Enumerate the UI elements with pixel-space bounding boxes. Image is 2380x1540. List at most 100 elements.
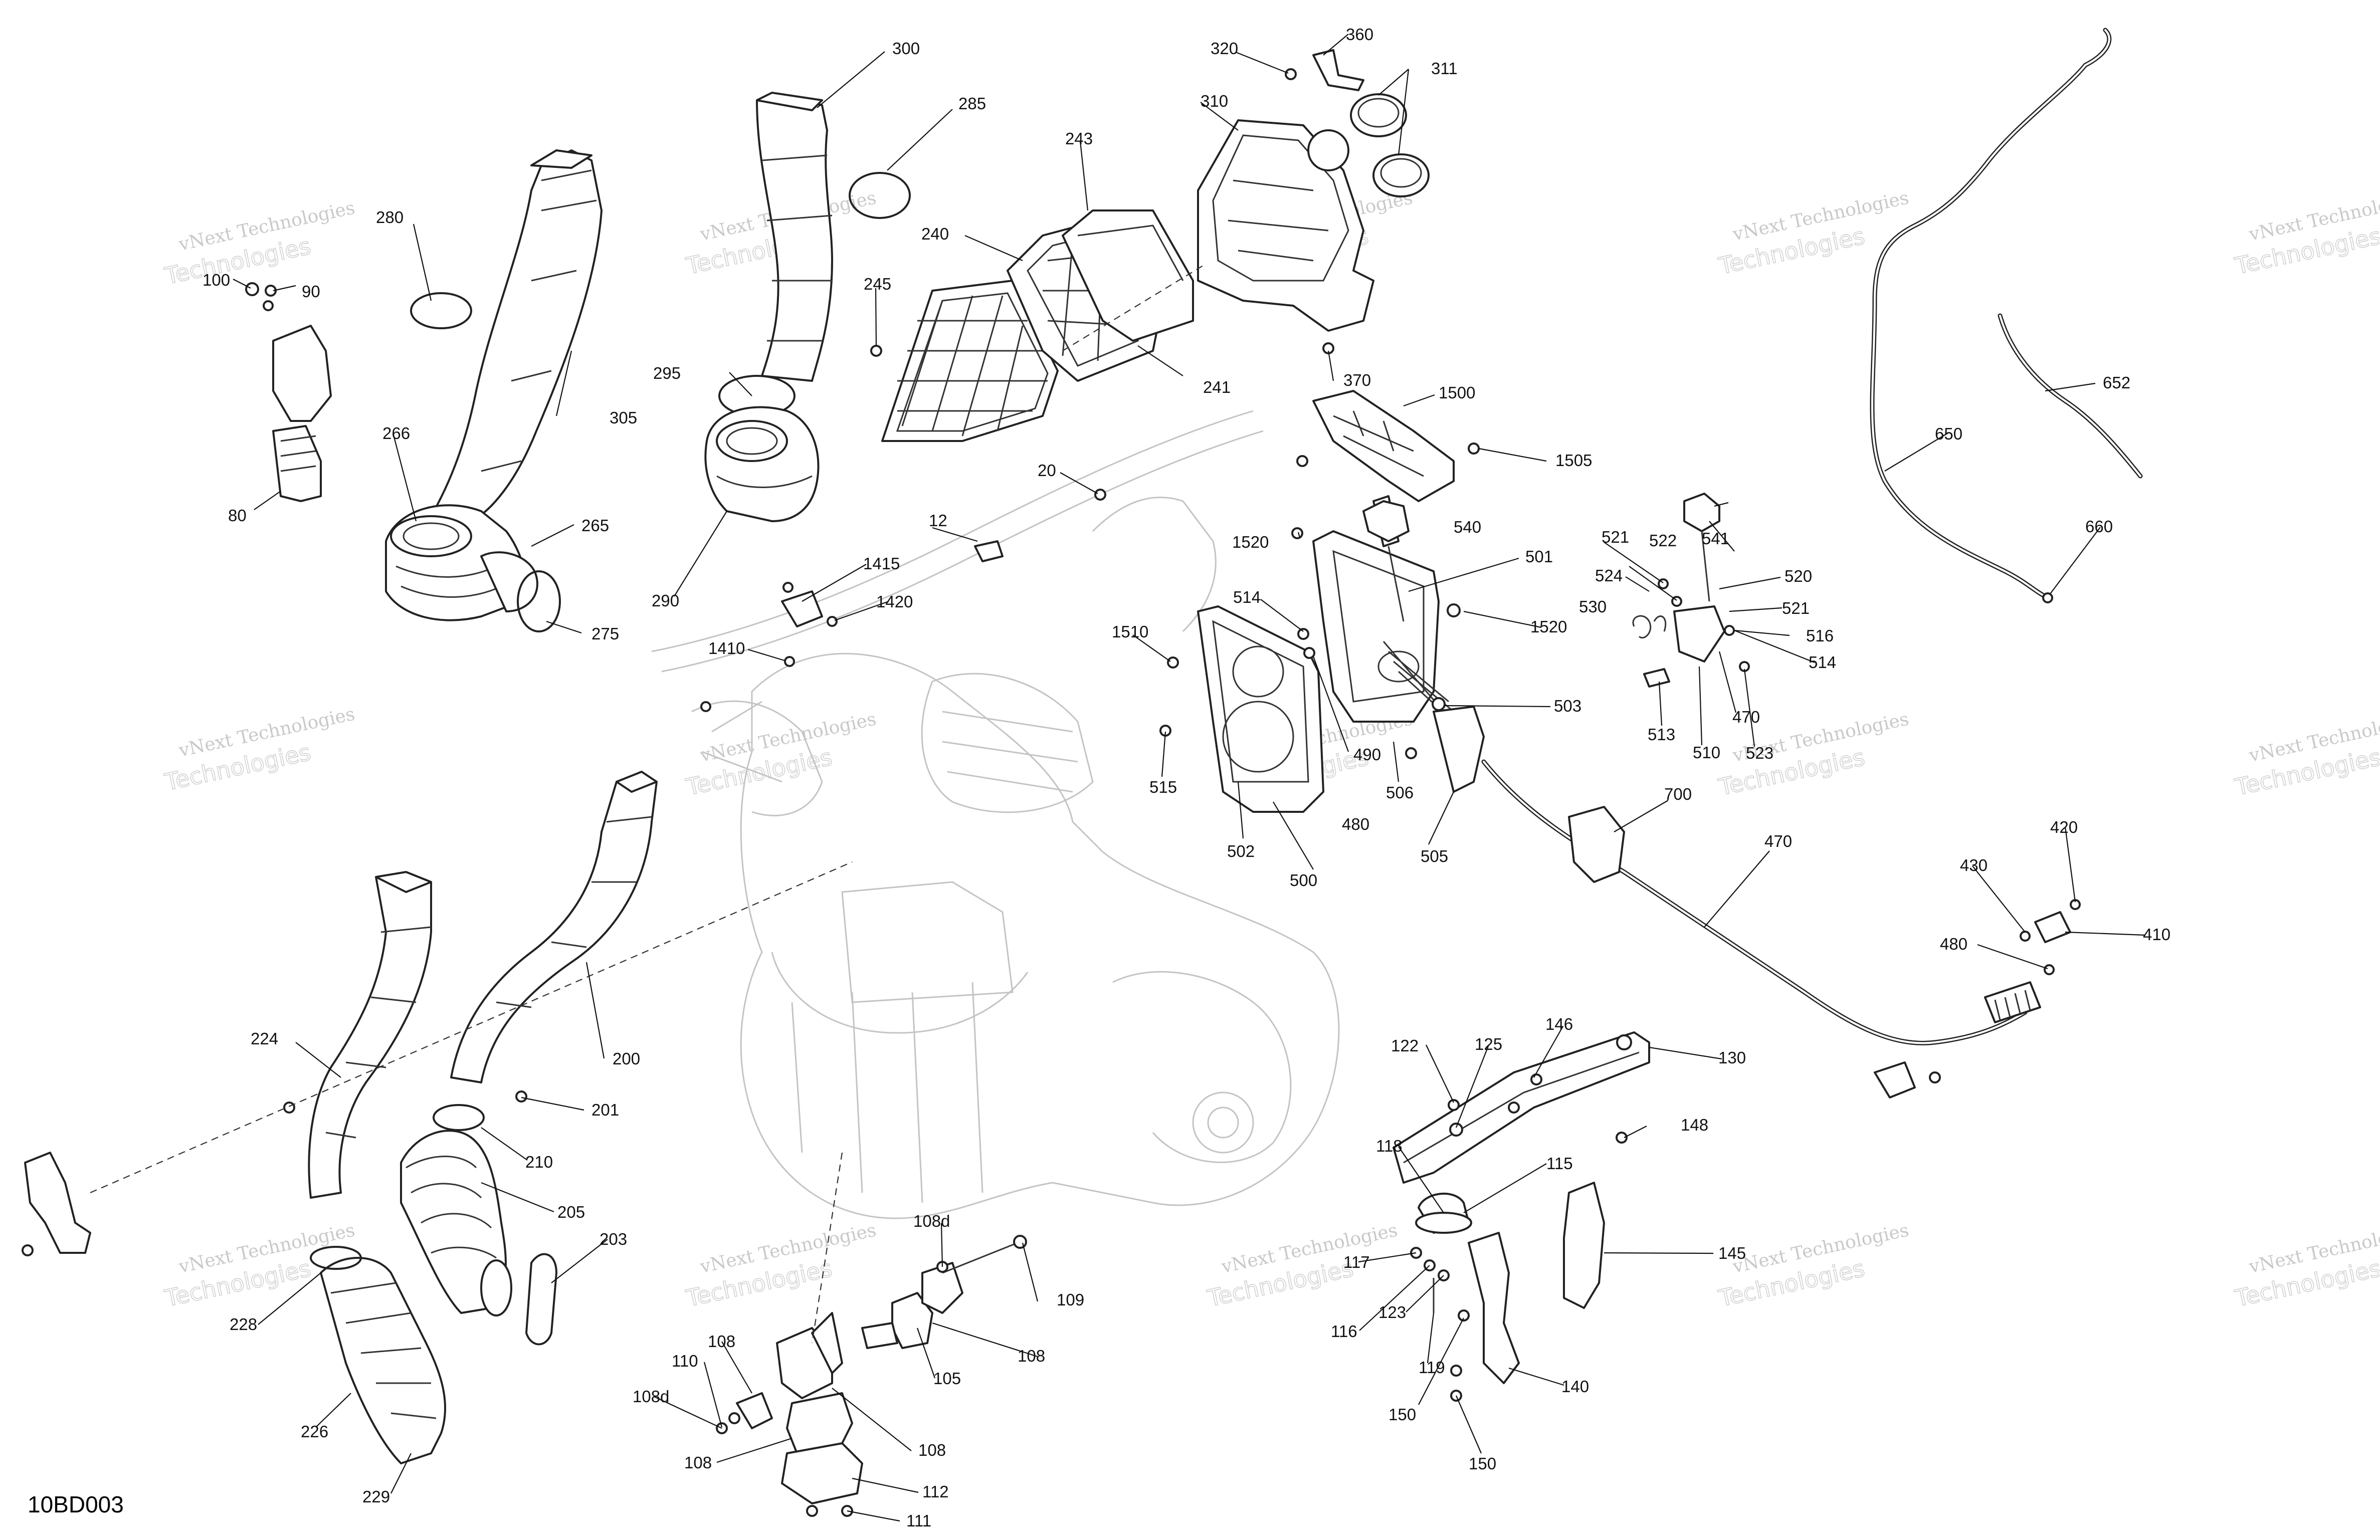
callout-12: 12 — [929, 511, 947, 530]
clamp-228 — [310, 1246, 362, 1270]
callout-310: 310 — [1201, 92, 1228, 110]
callout-513: 513 — [1648, 725, 1675, 744]
callout-20: 20 — [1038, 461, 1056, 480]
callout-123: 123 — [1378, 1303, 1406, 1322]
crossmember-130 — [1393, 1031, 1650, 1184]
callout-115: 115 — [1546, 1154, 1573, 1173]
callout-226: 226 — [301, 1422, 328, 1441]
callout-506: 506 — [1386, 783, 1414, 802]
callout-224: 224 — [251, 1029, 278, 1048]
bracket-1415 — [781, 590, 823, 627]
callout-111: 111 — [906, 1511, 931, 1530]
bracket-360 — [1312, 49, 1364, 91]
callout-105: 105 — [933, 1369, 961, 1388]
callout-241: 241 — [1203, 378, 1231, 396]
callout-540: 540 — [1454, 518, 1481, 536]
callout-514: 514 — [1233, 588, 1261, 606]
callout-1520: 1520 — [1232, 533, 1269, 551]
callout-119: 119 — [1419, 1358, 1445, 1377]
callout-524: 524 — [1595, 566, 1623, 585]
callout-80: 80 — [228, 506, 247, 525]
watermark: vNext Technologies Technologies — [1716, 187, 1911, 280]
bracket-145 — [1563, 1182, 1605, 1309]
watermark: vNext Technologies Technologies — [162, 197, 357, 290]
callout-1510: 1510 — [1112, 622, 1148, 641]
callout-522: 522 — [1649, 531, 1677, 550]
callout-516: 516 — [1806, 626, 1834, 645]
bracket-410 — [2034, 911, 2071, 943]
lever-505 — [1433, 706, 1485, 793]
callout-501: 501 — [1525, 547, 1553, 566]
callout-228: 228 — [230, 1315, 257, 1334]
callout-470: 470 — [1732, 708, 1760, 726]
callout-370: 370 — [1343, 371, 1371, 389]
clamp-285 — [849, 172, 911, 219]
callout-122: 122 — [1391, 1036, 1419, 1055]
duct-200 — [450, 771, 658, 1083]
callout-90: 90 — [302, 282, 320, 301]
bracket-140 — [1468, 1232, 1520, 1384]
callout-515: 515 — [1149, 778, 1177, 796]
callout-521: 521 — [1782, 599, 1810, 617]
cable-652 — [1998, 313, 2143, 479]
callout-275: 275 — [591, 624, 619, 643]
intake-duct-305 — [430, 149, 603, 522]
callout-243: 243 — [1065, 129, 1093, 148]
airbox-adapter-266 — [385, 504, 538, 621]
engine-ghost-outline — [651, 410, 1340, 1219]
callout-510: 510 — [1693, 743, 1720, 762]
callout-200: 200 — [613, 1049, 640, 1068]
callout-505: 505 — [1421, 847, 1448, 865]
callout-480: 480 — [1342, 815, 1369, 833]
clamp-210 — [433, 1104, 485, 1131]
callout-108: 108 — [1018, 1347, 1045, 1365]
callout-118: 118 — [1376, 1137, 1403, 1155]
callout-514: 514 — [1809, 653, 1836, 672]
callout-311: 311 — [1431, 59, 1458, 78]
callout-530: 530 — [1579, 597, 1607, 616]
callout-1410: 1410 — [708, 639, 745, 657]
callout-305: 305 — [610, 408, 637, 427]
mount-bracket-108 — [776, 1327, 853, 1454]
shifter-assembly-520 — [1643, 493, 1750, 688]
airbox-lid-243 — [1062, 209, 1194, 342]
shifter-plate-501 — [1312, 530, 1440, 723]
callout-295: 295 — [653, 364, 681, 382]
callout-125: 125 — [1475, 1035, 1502, 1053]
plug-311 — [1350, 93, 1407, 137]
airbox-310 — [1197, 119, 1374, 332]
cable-end-bracket — [1874, 1061, 1916, 1098]
bracket-108-left — [736, 1392, 773, 1429]
callout-108: 108 — [918, 1441, 946, 1459]
callout-290: 290 — [652, 591, 679, 610]
callout-109: 109 — [1057, 1290, 1084, 1309]
intake-tube-300 — [756, 92, 833, 382]
watermark: vNext Technologies Technologies — [2232, 187, 2380, 280]
cable-spring-end — [1984, 981, 2041, 1023]
throttle-adapter-290 — [704, 406, 820, 522]
callout-140: 140 — [1561, 1377, 1589, 1396]
callout-360: 360 — [1346, 25, 1373, 44]
clamp-275 — [517, 570, 561, 632]
callout-521: 521 — [1602, 528, 1629, 546]
shift-spring-506 — [1382, 641, 1455, 723]
callout-490: 490 — [1353, 745, 1381, 764]
callout-502: 502 — [1227, 842, 1255, 860]
callout-150: 150 — [1469, 1454, 1496, 1473]
callout-420: 420 — [2050, 818, 2078, 836]
callout-1520: 1520 — [1530, 617, 1567, 636]
callout-labels: 300 285 320 360 311 310 280 243 240 245 … — [203, 25, 2170, 1530]
callout-480: 480 — [1940, 935, 1967, 953]
callout-100: 100 — [203, 271, 230, 289]
shift-cable-470 — [1481, 759, 2028, 1046]
cotter-530 — [1632, 615, 1667, 639]
callout-430: 430 — [1960, 856, 1988, 874]
air-filter-240 — [881, 280, 1059, 442]
bolt-109 — [942, 1242, 1018, 1274]
duct-224 — [308, 871, 432, 1199]
callout-210: 210 — [525, 1153, 553, 1171]
callout-541: 541 — [1702, 529, 1729, 548]
bushing-105 — [861, 1292, 933, 1349]
clamp-203 — [525, 1253, 557, 1346]
